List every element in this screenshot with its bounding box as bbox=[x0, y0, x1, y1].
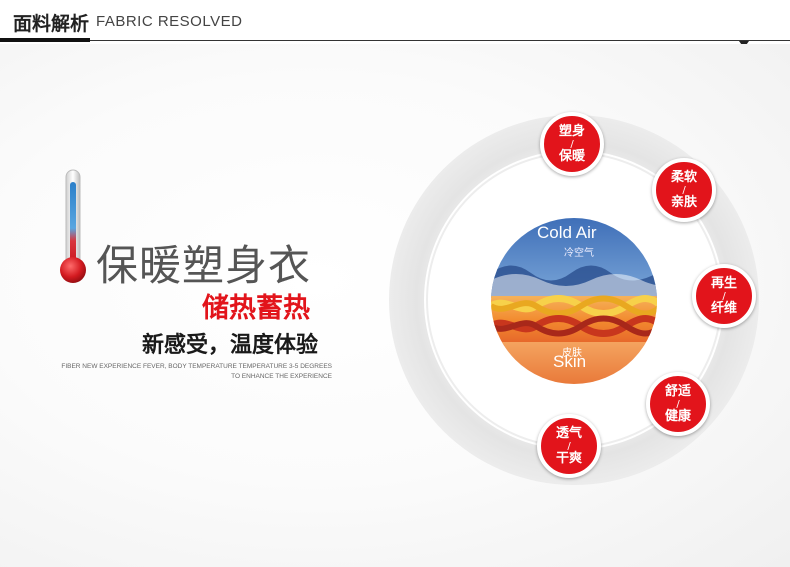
badge-top-text: 舒适 bbox=[664, 383, 691, 399]
feature-badge-comfort-health: 舒适 / 健康 bbox=[646, 372, 710, 436]
english-line-1: FIBER NEW EXPERIENCE FEVER, BODY TEMPERA… bbox=[61, 363, 332, 370]
english-line-2: TO ENHANCE THE EXPERIENCE bbox=[231, 373, 332, 380]
badge-separator: / bbox=[567, 440, 571, 452]
badge-bottom-text: 亲肤 bbox=[670, 194, 697, 210]
product-title: 保暖塑身衣 bbox=[96, 241, 312, 290]
subtitle-red: 储热蓄热 bbox=[202, 293, 310, 324]
badge-bottom-text: 保暖 bbox=[558, 148, 585, 164]
badge-bottom-text: 干爽 bbox=[555, 450, 582, 466]
section-header: 面料解析 FABRIC RESOLVED bbox=[0, 0, 790, 48]
feature-badge-soft-skin: 柔软 / 亲肤 bbox=[652, 158, 716, 222]
badge-top-text: 柔软 bbox=[670, 169, 697, 185]
feature-badge-shaping-warmth: 塑身 / 保暖 bbox=[540, 112, 604, 176]
cold-air-label: Cold Air bbox=[537, 223, 597, 242]
skin-label-cn: 皮肤 bbox=[562, 348, 582, 359]
badge-bottom-text: 健康 bbox=[664, 408, 691, 424]
feature-badge-breathable-dry: 透气 / 干爽 bbox=[537, 414, 601, 478]
thermometer-icon bbox=[60, 169, 86, 283]
badge-separator: / bbox=[682, 184, 686, 196]
badge-separator: / bbox=[676, 398, 680, 410]
header-divider-accent bbox=[0, 38, 90, 42]
subtitle-black: 新感受，温度体验 bbox=[142, 333, 319, 358]
badge-top-text: 透气 bbox=[555, 425, 582, 441]
badge-bottom-text: 纤维 bbox=[710, 300, 737, 316]
badge-separator: / bbox=[570, 138, 574, 150]
badge-top-text: 再生 bbox=[710, 275, 737, 291]
feature-badge-recycled-fiber: 再生 / 纤维 bbox=[692, 264, 756, 328]
english-description: FIBER NEW EXPERIENCE FEVER, BODY TEMPERA… bbox=[42, 362, 332, 382]
skin-label: Skin bbox=[553, 352, 587, 371]
section-title-cn: 面料解析 bbox=[13, 13, 90, 35]
section-title-en: FABRIC RESOLVED bbox=[96, 13, 243, 30]
cold-air-label-cn: 冷空气 bbox=[564, 248, 594, 259]
badge-separator: / bbox=[722, 290, 726, 302]
badge-top-text: 塑身 bbox=[558, 123, 585, 139]
header-divider bbox=[0, 40, 790, 41]
